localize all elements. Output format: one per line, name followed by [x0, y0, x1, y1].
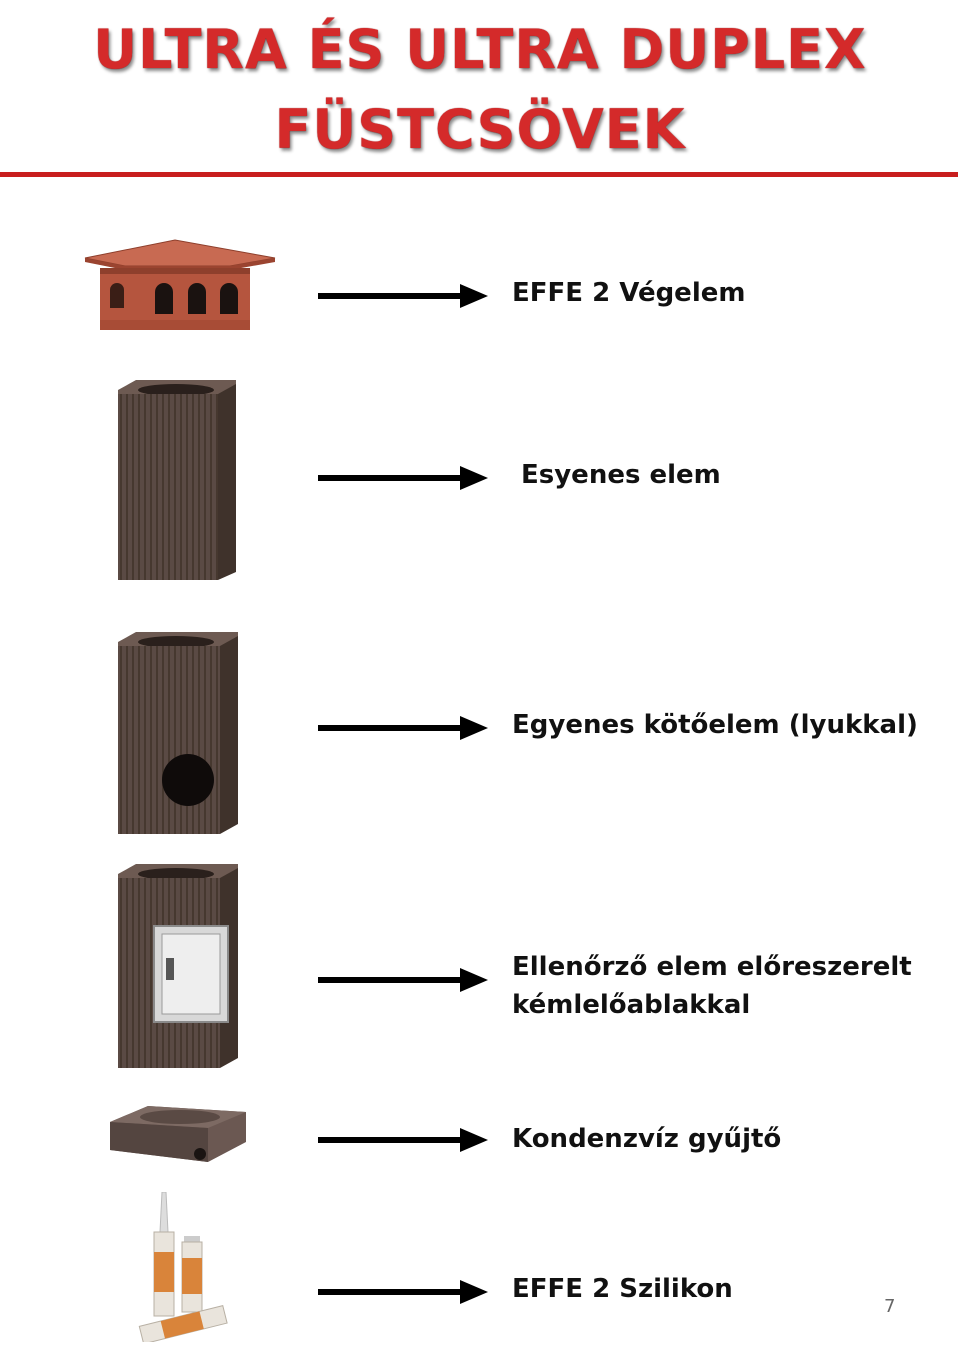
item-label-line-1: Ellenőrző elem előreszerelt — [512, 952, 912, 982]
arrow-icon — [318, 466, 488, 490]
arrow-icon — [318, 968, 488, 992]
page-title: ULTRA ÉS ULTRA DUPLEX FÜSTCSÖVEK — [0, 10, 960, 170]
title-line-2: FÜSTCSÖVEK — [274, 98, 686, 161]
item-label-line-2: kémlelőablakkal — [512, 990, 751, 1020]
chimney-cap-image — [84, 239, 276, 330]
item-label-egyenes-kotoelem: Egyenes kötőelem (lyukkal) — [512, 710, 918, 740]
arrow-icon — [318, 716, 488, 740]
page-number: 7 — [884, 1296, 896, 1317]
inspection-element-image — [118, 864, 238, 1068]
item-label-egyenes-elem: Esyenes elem — [521, 460, 721, 490]
item-label-ellenorzo-elem: Ellenőrző elem előreszerelt kémlelőablak… — [512, 948, 912, 1024]
arrow-icon — [318, 284, 488, 308]
item-label-kondenzviz-gyujto: Kondenzvíz gyűjtő — [512, 1124, 782, 1154]
title-divider — [0, 172, 958, 177]
condensate-collector-image — [110, 1106, 246, 1162]
straight-element-image — [118, 380, 236, 580]
arrow-icon — [318, 1280, 488, 1304]
connector-element-image — [118, 632, 238, 834]
item-label-effe2-szilikon: EFFE 2 Szilikon — [512, 1274, 733, 1304]
item-label-effe2-vegelem: EFFE 2 Végelem — [512, 278, 746, 308]
silicone-tubes-image — [138, 1192, 228, 1342]
title-line-1: ULTRA ÉS ULTRA DUPLEX — [93, 18, 867, 81]
arrow-icon — [318, 1128, 488, 1152]
